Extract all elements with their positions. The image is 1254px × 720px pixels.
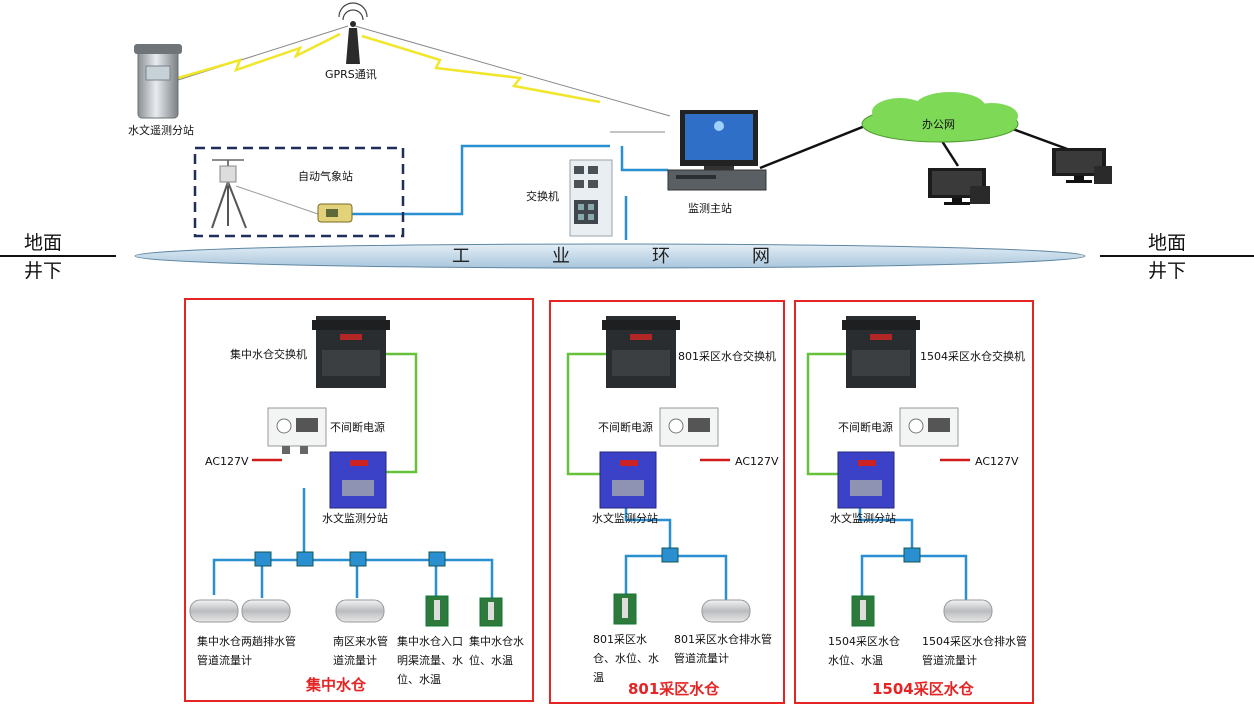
z801-ups-icon [659, 407, 719, 447]
central-sensor-2-label: 南区来水管道流量计 [333, 635, 388, 667]
z1504-switch-icon [842, 316, 920, 388]
z1504-power-label: AC127V [975, 455, 1019, 468]
central-switch-icon [312, 316, 390, 388]
central-station-label: 水文监测分站 [322, 512, 388, 525]
z801-sensor-1-label: 801采区水仓、水位、水温 [593, 633, 659, 684]
weather-station-label: 自动气象站 [298, 170, 353, 183]
z801-ups-label: 不间断电源 [598, 421, 653, 434]
central-power-label: AC127V [205, 455, 249, 468]
wireless-bolt-left [177, 32, 341, 80]
cloud-to-pc1-wire [938, 137, 960, 167]
host-label: 监测主站 [688, 202, 732, 215]
z1504-station-icon [837, 451, 895, 509]
office-label: 办公网 [922, 118, 955, 131]
central-ups-icon [267, 407, 327, 454]
z1504-ups-icon [899, 407, 959, 447]
z1504-switch-to-station-green [806, 352, 846, 476]
z801-station-label: 水文监测分站 [592, 512, 658, 525]
z801-power-label: AC127V [735, 455, 779, 468]
weather-to-switch-fiber [352, 144, 610, 216]
switch-icon [569, 159, 613, 237]
wireless-bolt-right [361, 34, 601, 104]
gprs-to-host-wire [354, 25, 671, 117]
ring-char-1: 工 [452, 246, 472, 267]
right-underground-label: 井下 [1148, 260, 1187, 282]
z1504-sensor-1-label: 1504采区水仓水位、水温 [828, 635, 900, 667]
zone-1504-title: 1504采区水仓 [872, 680, 974, 698]
zone-801-frame [549, 300, 785, 704]
left-surface-label: 地面 [24, 232, 63, 254]
host-to-cloud-wire [759, 122, 871, 170]
weather-station-icon [211, 159, 353, 229]
zone-1504-frame [794, 300, 1034, 704]
hydro-remote-station-icon [134, 44, 182, 119]
switch-label: 交换机 [526, 190, 559, 203]
office-pc-1-icon [928, 168, 990, 205]
z801-switch-icon [602, 316, 680, 388]
z801-station-icon [599, 451, 657, 509]
z801-switch-label: 801采区水仓交换机 [678, 350, 776, 363]
remote-to-gprs-wire [177, 25, 349, 81]
pipe-flowmeter-icon [189, 599, 993, 623]
gprs-label: GPRS通讯 [325, 68, 377, 81]
zone-central-title: 集中水仓 [306, 676, 367, 694]
office-pc-2-icon [1052, 148, 1112, 184]
cloud-to-pc2-wire [1009, 126, 1071, 152]
right-surface-label: 地面 [1148, 232, 1187, 254]
central-switch-to-station-green [386, 352, 418, 474]
ring-char-2: 业 [552, 246, 572, 267]
zone-central-frame [184, 298, 534, 702]
office-cloud-icon [861, 92, 1019, 143]
switch-to-host-fiber [620, 146, 668, 172]
industrial-ring-network [134, 243, 1086, 269]
zone-801-title: 801采区水仓 [628, 680, 720, 698]
level-sensor-icon [425, 593, 875, 627]
z1504-sensor-2-label: 1504采区水仓排水管管道流量计 [922, 635, 1027, 667]
central-sensor-3-label: 集中水仓入口明渠流量、水位、水温 [397, 635, 463, 686]
ring-char-3: 环 [652, 246, 672, 267]
monitoring-host-icon [667, 110, 767, 191]
central-ups-label: 不间断电源 [330, 421, 385, 434]
ring-char-4: 网 [752, 246, 772, 267]
junction-box-icon [254, 547, 921, 567]
central-sensor-4-label: 集中水仓水位、水温 [469, 635, 524, 667]
z1504-ups-label: 不间断电源 [838, 421, 893, 434]
central-switch-label: 集中水仓交换机 [230, 348, 307, 361]
left-underground-label: 井下 [24, 260, 63, 282]
z801-switch-to-station-green [566, 352, 606, 476]
central-sensor-1-label: 集中水仓两趟排水管管道流量计 [197, 635, 296, 667]
z1504-switch-label: 1504采区水仓交换机 [920, 350, 1025, 363]
z801-sensor-2-label: 801采区水仓排水管管道流量计 [674, 633, 772, 665]
hydro-remote-label: 水文遥测分站 [128, 124, 194, 137]
central-station-icon [329, 451, 387, 509]
gprs-antenna-icon [338, 2, 368, 64]
weather-station-frame [193, 146, 405, 238]
z1504-station-label: 水文监测分站 [830, 512, 896, 525]
